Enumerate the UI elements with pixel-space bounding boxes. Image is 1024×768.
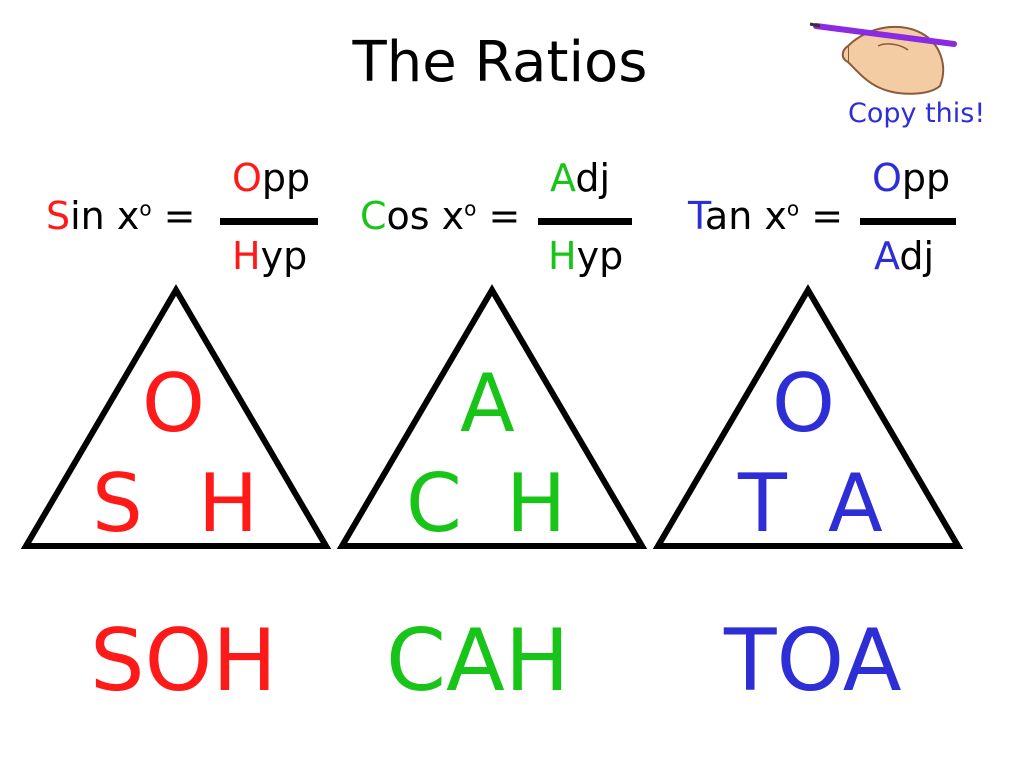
degree-symbol: o [786, 196, 800, 221]
triangle-bottom-right-letter: H [506, 457, 567, 550]
copy-this-note: Copy this! [848, 98, 986, 129]
triangle-outline [336, 284, 648, 549]
triangle-bottom-left-letter: C [406, 457, 462, 550]
tan-initial: T [688, 194, 705, 238]
degree-symbol: o [464, 196, 477, 221]
triangle-bottom-left-letter: S [92, 457, 143, 550]
toa-mnemonic: TOA [724, 611, 902, 711]
tan-formula: Tan xo = Opp Adj [660, 156, 1000, 286]
triangle-bottom-left-letter: T [738, 457, 787, 550]
cos-function-label: Cos xo = [360, 194, 521, 238]
cah-triangle: A C H [336, 284, 648, 554]
triangle-top-letter: O [142, 357, 205, 450]
tan-fraction-bar [860, 218, 956, 225]
cos-formula: Cos xo = Adj Hyp [340, 156, 660, 286]
sin-formula: Sin xo = Opp Hyp [0, 156, 340, 286]
toa-triangle: O T A [652, 284, 964, 554]
triangle-outline [652, 284, 964, 549]
tan-numerator: Opp [872, 156, 951, 200]
sin-numerator: Opp [232, 156, 311, 200]
tan-function-label: Tan xo = [688, 194, 844, 238]
cos-numerator: Adj [550, 156, 611, 200]
soh-triangle: O S H [20, 284, 332, 554]
hand-writing-icon [809, 22, 957, 95]
triangle-outline [20, 284, 332, 549]
soh-mnemonic: SOH [90, 611, 277, 711]
triangle-top-letter: O [772, 357, 835, 450]
triangle-bottom-right-letter: A [828, 457, 883, 550]
triangle-bottom-right-letter: H [198, 457, 259, 550]
page-title: The Ratios [352, 30, 648, 95]
cos-fraction-bar [538, 218, 632, 225]
cos-initial: C [360, 194, 387, 238]
cos-denominator: Hyp [548, 234, 624, 278]
sin-initial: S [46, 194, 71, 238]
cah-mnemonic: CAH [386, 611, 570, 711]
sin-function-label: Sin xo = [46, 194, 196, 238]
triangle-top-letter: A [460, 357, 515, 450]
sin-fraction-bar [220, 218, 318, 225]
degree-symbol: o [139, 196, 152, 221]
tan-denominator: Adj [874, 234, 935, 278]
sin-denominator: Hyp [232, 234, 308, 278]
